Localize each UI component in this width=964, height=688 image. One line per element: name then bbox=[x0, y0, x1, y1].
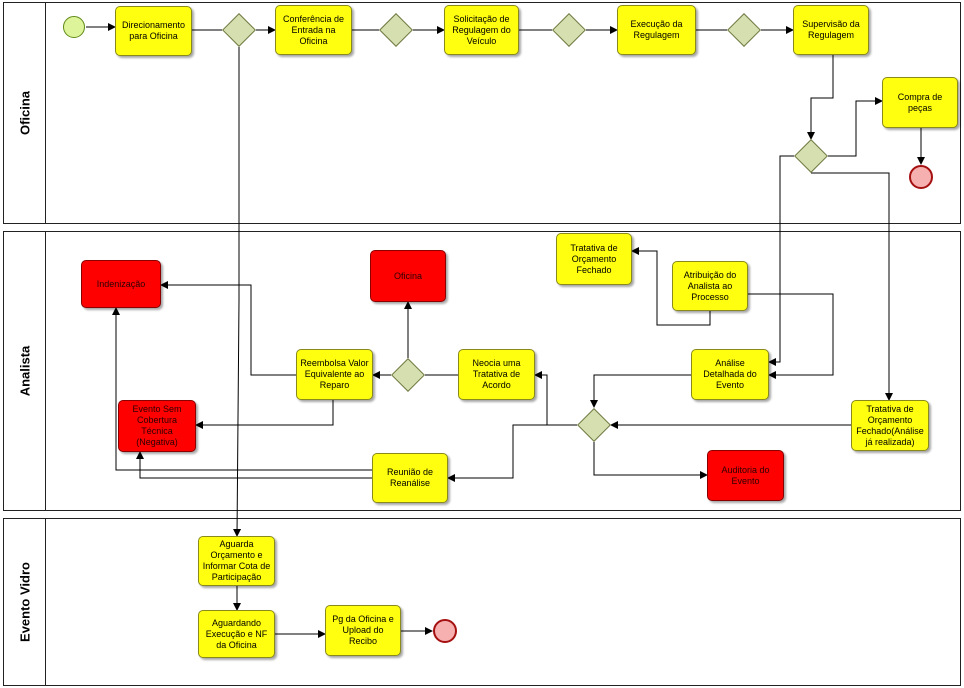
task-tratativa-orcamento-fechado[interactable]: Tratativa de Orçamento Fechado bbox=[556, 233, 632, 285]
task-pg-oficina[interactable]: Pg da Oficina e Upload do Recibo bbox=[325, 605, 401, 656]
task-compra-pecas[interactable]: Compra de peças bbox=[882, 77, 958, 128]
end-event-evento-vidro[interactable] bbox=[433, 619, 457, 643]
end-event-oficina[interactable] bbox=[909, 165, 933, 189]
task-evento-sem-cobertura[interactable]: Evento Sem Cobertura Técnica (Negativa) bbox=[118, 400, 196, 452]
task-indenizacao[interactable]: Indenização bbox=[81, 260, 161, 308]
task-aguardando-execucao[interactable]: Aguardando Execução e NF da Oficina bbox=[198, 610, 275, 658]
lane-evento-vidro: Evento Vidro bbox=[3, 518, 961, 686]
task-aguarda-orcamento[interactable]: Aguarda Orçamento e Informar Cota de Par… bbox=[198, 536, 275, 586]
task-execucao-regulagem[interactable]: Execução da Regulagem bbox=[617, 5, 696, 55]
lane-title-analista: Analista bbox=[17, 345, 32, 397]
lane-title-oficina: Oficina bbox=[17, 90, 32, 136]
start-event-oficina[interactable] bbox=[63, 16, 85, 38]
task-neocia-tratativa[interactable]: Neocia uma Tratativa de Acordo bbox=[458, 349, 535, 400]
task-solicitacao[interactable]: Solicitação de Regulagem do Veículo bbox=[444, 5, 519, 55]
task-direcionamento[interactable]: Direcionamento para Oficina bbox=[115, 6, 192, 56]
task-reuniao-reanalise[interactable]: Reunião de Reanálise bbox=[372, 453, 448, 503]
task-oficina[interactable]: Oficina bbox=[370, 250, 446, 302]
task-analise-detalhada[interactable]: Análise Detalhada do Evento bbox=[691, 349, 769, 400]
lane-header-analista: Analista bbox=[4, 232, 46, 510]
task-auditoria-evento[interactable]: Auditoria do Evento bbox=[707, 450, 784, 501]
lane-header-oficina: Oficina bbox=[4, 3, 46, 223]
lane-header-evento-vidro: Evento Vidro bbox=[4, 519, 46, 685]
task-tratativa-analise-realizada[interactable]: Tratativa de Orçamento Fechado(Análise j… bbox=[851, 400, 929, 451]
task-reembolsa-valor[interactable]: Reembolsa Valor Equivalente ao Reparo bbox=[296, 349, 373, 400]
lane-title-evento-vidro: Evento Vidro bbox=[17, 562, 32, 642]
task-conferencia[interactable]: Conferência de Entrada na Oficina bbox=[275, 5, 352, 55]
task-atribuicao-analista[interactable]: Atribuição do Analista ao Processo bbox=[672, 261, 748, 311]
task-supervisao[interactable]: Supervisão da Regulagem bbox=[793, 5, 869, 55]
